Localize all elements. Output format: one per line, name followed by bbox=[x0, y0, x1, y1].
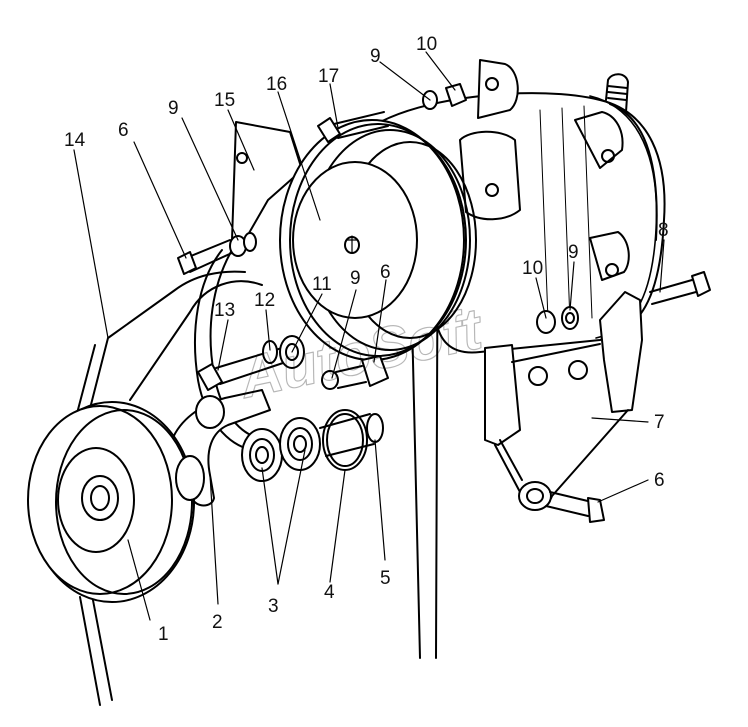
bolt-6-middle bbox=[321, 355, 389, 390]
callout-3: 3 bbox=[268, 596, 279, 617]
callout-6-middle: 6 bbox=[380, 262, 391, 283]
callout-9-left: 9 bbox=[168, 98, 179, 119]
alternator-pulley-16 bbox=[279, 119, 477, 361]
callout-2: 2 bbox=[212, 612, 223, 633]
bearings-3 bbox=[241, 417, 321, 482]
crankshaft-pulley-1 bbox=[27, 401, 205, 603]
callout-9-top: 9 bbox=[370, 46, 381, 67]
callout-6-upper: 6 bbox=[118, 120, 129, 141]
callout-7: 7 bbox=[654, 412, 665, 433]
callout-17: 17 bbox=[318, 66, 339, 87]
callout-16: 16 bbox=[266, 74, 287, 95]
callout-labels: 1 2 3 4 5 6 6 6 7 8 9 9 9 9 10 10 11 12 … bbox=[64, 34, 669, 645]
callout-11: 11 bbox=[312, 274, 332, 295]
callout-13: 13 bbox=[214, 300, 235, 321]
callout-12: 12 bbox=[254, 290, 275, 311]
callout-10-top: 10 bbox=[416, 34, 437, 55]
callout-9-middle: 9 bbox=[350, 268, 361, 289]
callout-9-right: 9 bbox=[568, 242, 579, 263]
callout-5: 5 bbox=[380, 568, 391, 589]
callout-6-lower: 6 bbox=[654, 470, 665, 491]
bolt-13 bbox=[197, 335, 305, 391]
bolt-17-top bbox=[317, 83, 467, 143]
callout-14: 14 bbox=[64, 130, 86, 151]
leader-lines bbox=[73, 51, 665, 621]
bolt-6-lower bbox=[545, 491, 605, 523]
callout-4: 4 bbox=[324, 582, 335, 603]
callout-8: 8 bbox=[658, 220, 669, 241]
bolt-8-right bbox=[536, 271, 711, 334]
bolt-6-upper bbox=[177, 232, 257, 275]
callout-1: 1 bbox=[158, 624, 169, 645]
pin-5 bbox=[319, 413, 384, 457]
spacer-4 bbox=[322, 409, 368, 471]
callout-15: 15 bbox=[214, 90, 235, 111]
adjusting-bracket-7 bbox=[484, 291, 643, 511]
callout-10-right: 10 bbox=[522, 258, 543, 279]
